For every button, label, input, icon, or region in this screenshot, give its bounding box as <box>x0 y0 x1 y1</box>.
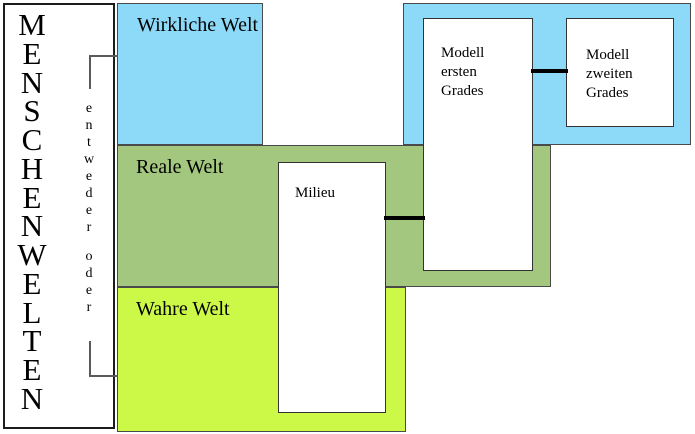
connector-model1-model2 <box>531 69 568 73</box>
modell-ersten-grades-box: Modell ersten Grades <box>423 18 533 271</box>
bracket-top-vertical-line <box>89 55 91 89</box>
bracket-bottom-horizontal-line <box>89 375 118 377</box>
modell-ersten-grades-label: Modell ersten Grades <box>441 45 485 99</box>
milieu-label: Milieu <box>295 185 335 201</box>
wirkliche-welt-box: Wirkliche Welt <box>117 3 263 145</box>
modell-zweiten-grades-label: Modell zweiten Grades <box>586 47 633 101</box>
wahre-welt-label: Wahre Welt <box>136 298 230 320</box>
bracket-bottom-vertical-line <box>89 341 91 377</box>
bracket-top-horizontal-line <box>89 55 118 57</box>
connector-milieu-model1 <box>384 216 425 220</box>
modell-zweiten-grades-box: Modell zweiten Grades <box>566 18 674 127</box>
reale-welt-label: Reale Welt <box>136 156 224 178</box>
menschenwelten-panel <box>3 3 115 429</box>
milieu-box: Milieu <box>278 162 386 413</box>
wirkliche-welt-label: Wirkliche Welt <box>137 14 259 36</box>
